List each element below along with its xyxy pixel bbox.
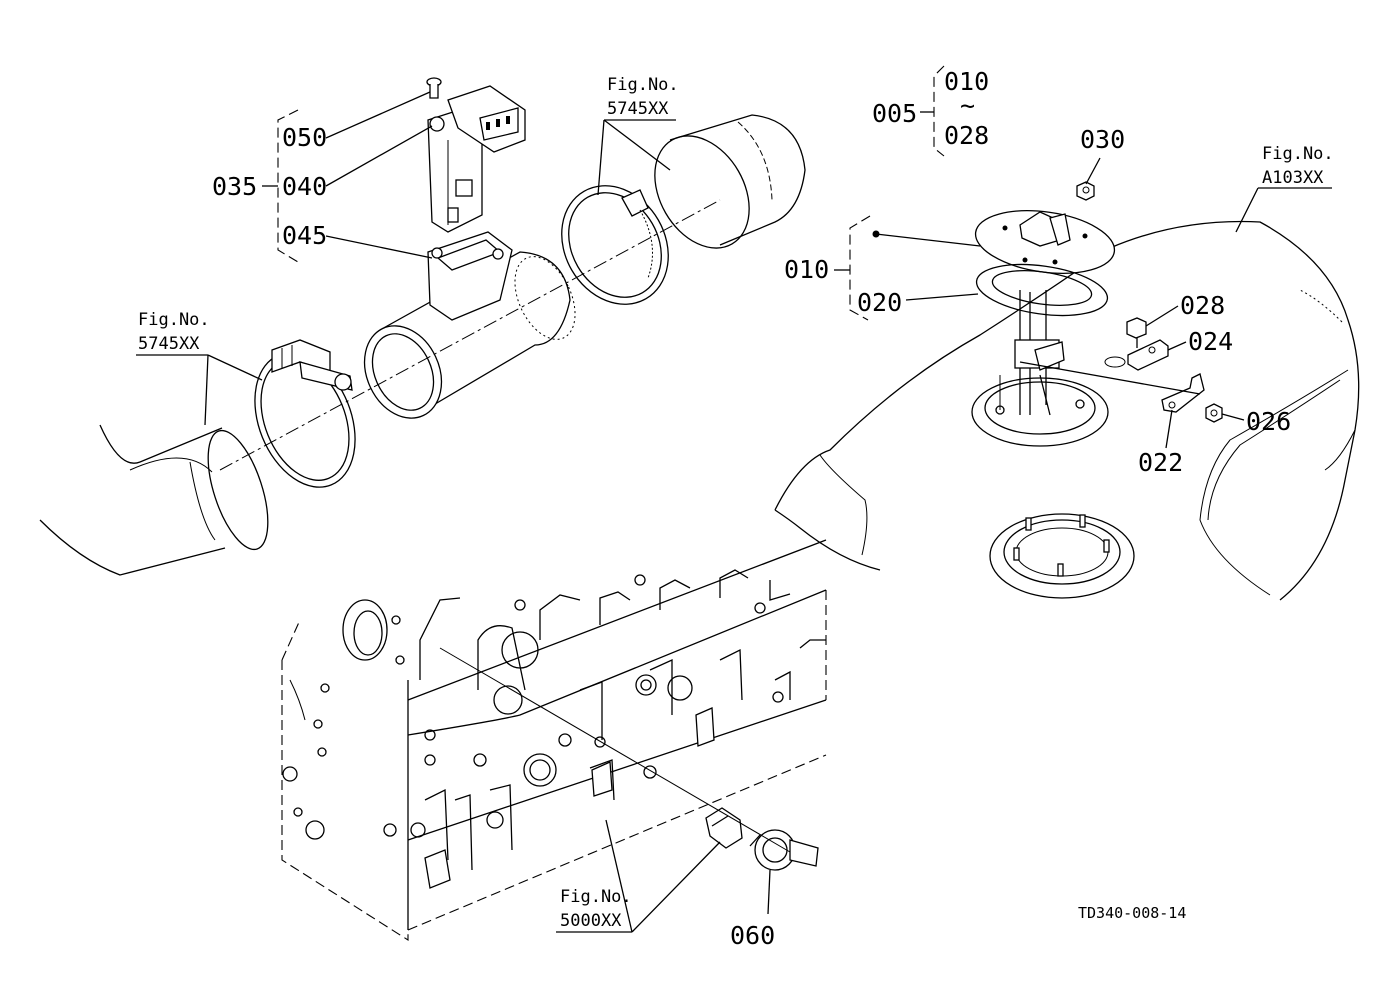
- label-024: 024: [1188, 327, 1233, 356]
- document-id: TD340-008-14: [1078, 904, 1186, 922]
- label-group-005: 005 010 ~ 028: [872, 65, 989, 157]
- label-030: 030: [1080, 125, 1125, 154]
- hose-clamp-left: [254, 339, 356, 488]
- fig-ref-5745-top: Fig.No. 5745XX: [597, 75, 679, 196]
- label-010: 010: [784, 255, 829, 284]
- fuel-tank: [774, 220, 1360, 601]
- sender-plate-010: [974, 210, 1116, 274]
- tank-opening-lower: [989, 513, 1135, 599]
- knock-sensor-060: [749, 829, 819, 871]
- engine-block: [281, 539, 827, 942]
- fig-number: A103XX: [1262, 168, 1324, 188]
- fig-number: 5745XX: [138, 334, 200, 354]
- maf-sensor: [427, 85, 526, 233]
- maf-tube: [363, 231, 576, 419]
- fig-caption: Fig.No.: [560, 887, 632, 907]
- label-group-010: 010 020: [784, 215, 981, 321]
- nut-030: [1076, 181, 1095, 201]
- label-022: 022: [1138, 448, 1183, 477]
- bolt-028: [1126, 317, 1147, 348]
- nut-026: [1205, 403, 1223, 423]
- fig-caption: Fig.No.: [607, 75, 679, 95]
- fig-number: 5745XX: [607, 99, 669, 119]
- label-028-range: 028: [944, 121, 989, 150]
- intake-hose-upper: [654, 114, 806, 249]
- sender-float-assembly: [1014, 290, 1065, 416]
- label-005: 005: [872, 99, 917, 128]
- fig-ref-5745-left: Fig.No. 5745XX: [136, 310, 263, 426]
- label-045: 045: [282, 221, 327, 250]
- screw-050: [426, 77, 442, 99]
- label-010-range: 010: [944, 67, 989, 96]
- bracket-024: [1104, 339, 1169, 371]
- band-clamp-upper: [561, 185, 669, 305]
- label-group-035: 035 050 040 045: [212, 91, 433, 263]
- label-020: 020: [857, 288, 902, 317]
- label-026: 026: [1246, 407, 1291, 436]
- gasket-020: [975, 263, 1109, 317]
- label-040: 040: [282, 172, 327, 201]
- label-028: 028: [1180, 291, 1225, 320]
- fig-ref-5000: Fig.No. 5000XX: [556, 819, 721, 933]
- intake-hose-left: [39, 424, 269, 576]
- fig-number: 5000XX: [560, 911, 622, 931]
- fig-caption: Fig.No.: [1262, 144, 1334, 164]
- label-050: 050: [282, 123, 327, 152]
- label-range-tilde: ~: [960, 91, 975, 120]
- bracket-022: [1161, 373, 1205, 413]
- sensor-adapter: [705, 807, 743, 849]
- label-060: 060: [730, 921, 775, 950]
- fig-caption: Fig.No.: [138, 310, 210, 330]
- tank-opening-upper: [971, 375, 1109, 447]
- fig-ref-a103: Fig.No. A103XX: [1235, 144, 1334, 233]
- label-035: 035: [212, 172, 257, 201]
